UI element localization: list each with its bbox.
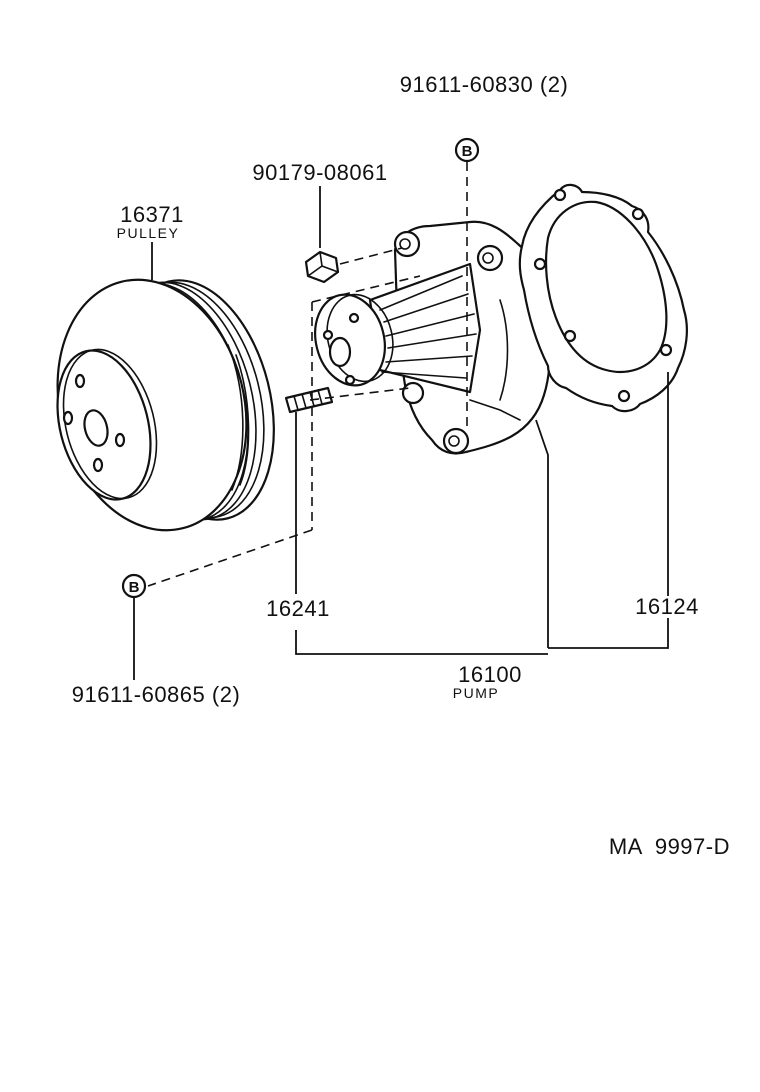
stud-drawing	[284, 386, 334, 414]
marker-b-top-letter: B	[462, 143, 473, 160]
callout-pump-name: PUMP	[453, 685, 499, 701]
marker-b-bottom: B	[121, 573, 147, 599]
callout-stud: 16241	[266, 596, 330, 621]
gasket-drawing	[518, 183, 688, 413]
pump-drawing	[314, 220, 552, 455]
callout-bolt-b-top: 91611-60830 (2)	[400, 72, 569, 97]
callout-bolt-b-bottom: 91611-60865 (2)	[72, 682, 241, 707]
figure-code: MA 9997-D	[609, 834, 730, 859]
leader-lines	[133, 186, 669, 680]
marker-b-bottom-letter: B	[129, 579, 140, 596]
callout-nut: 90179-08061	[252, 160, 387, 185]
pulley-drawing	[56, 278, 275, 532]
callout-pulley-number: 16371	[120, 202, 184, 227]
callout-pump-number: 16100	[458, 662, 522, 687]
callout-gasket: 16124	[635, 594, 699, 619]
marker-b-top: B	[454, 137, 480, 163]
callout-pulley-name: PULLEY	[117, 225, 180, 241]
nut-drawing	[304, 250, 340, 284]
assembly-lines	[147, 162, 468, 587]
